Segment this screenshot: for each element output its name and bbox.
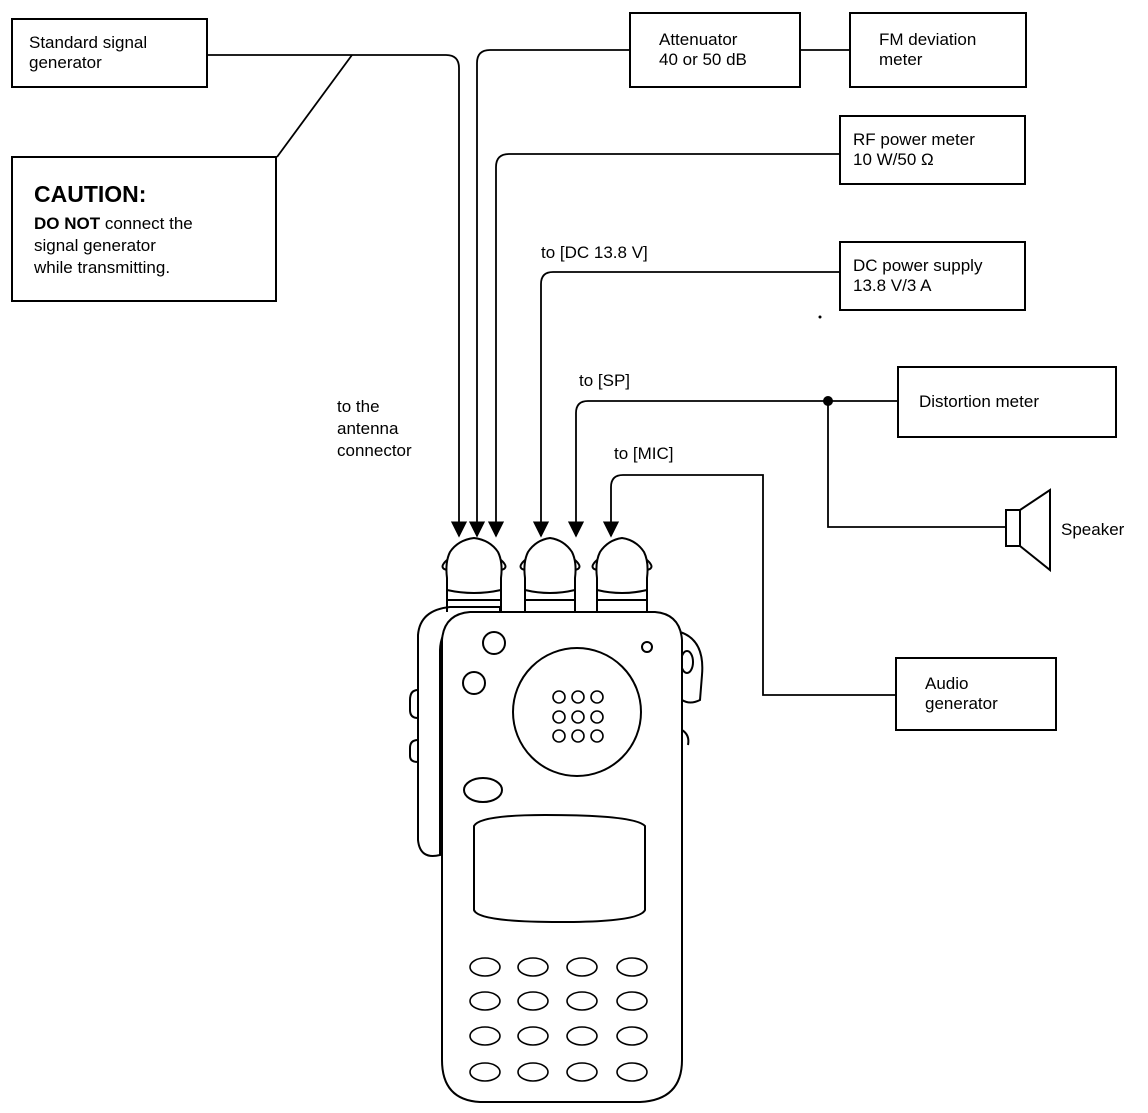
caution-pointer-line [276,54,353,158]
box-line: FM deviation [879,30,977,49]
mic-line [602,474,895,696]
box-line: 13.8 V/3 A [853,276,932,295]
caution-line-2: signal generator [34,236,156,255]
mic-label: to [MIC] [614,444,674,463]
dc-knob [519,536,581,612]
dc-label: to [DC 13.8 V] [541,243,648,262]
fm-deviation-meter-box: FM deviation meter [849,12,1027,88]
box-line: Standard signal [29,33,148,52]
antenna-knob [441,536,507,612]
dc-power-line [532,271,839,538]
box-line: DC power supply [853,256,983,275]
antenna-label-line: to the [337,397,380,416]
box-line: 40 or 50 dB [659,50,747,69]
radio-icon [409,536,704,1103]
caution-emphasis: DO NOT [34,214,101,233]
box-line: generator [29,53,102,72]
antenna-label-line: connector [337,441,412,460]
caution-box: CAUTION: DO NOT connect the signal gener… [11,156,277,302]
signal-generator-line [208,54,468,538]
box-line: Attenuator [659,30,738,49]
box-line: Audio [925,674,969,693]
box-line: RF power meter [853,130,975,149]
caution-line-3: while transmitting. [34,258,171,277]
attenuator-line [468,49,629,538]
box-line: Distortion meter [919,392,1039,411]
box-line: generator [925,694,998,713]
junction-dot [823,396,833,406]
audio-generator-box: Audio generator [895,657,1057,731]
mic-knob [591,536,653,612]
distortion-meter-box: Distortion meter [897,366,1117,438]
dc-power-supply-box: DC power supply 13.8 V/3 A [839,241,1026,311]
caution-line-1-rest: connect the [100,214,193,233]
speaker-branch-line [827,401,1006,528]
rf-power-line [487,153,839,538]
caution-title: CAUTION: [34,181,147,207]
box-line: meter [879,50,923,69]
speaker-label: Speaker [1061,520,1125,539]
rf-power-meter-box: RF power meter 10 W/50 Ω [839,115,1026,185]
speaker-icon [1005,488,1051,573]
box-line: 10 W/50 Ω [853,150,934,169]
antenna-label-line: antenna [337,419,399,438]
sp-line [567,400,897,538]
caution-line-1: DO NOT connect the [34,213,275,235]
standard-signal-generator-box: Standard signal generator [11,18,208,88]
sp-label: to [SP] [579,371,631,390]
antenna-label: to the antenna connector [337,396,412,462]
attenuator-box: Attenuator 40 or 50 dB [629,12,801,88]
stray-dot [818,315,822,319]
